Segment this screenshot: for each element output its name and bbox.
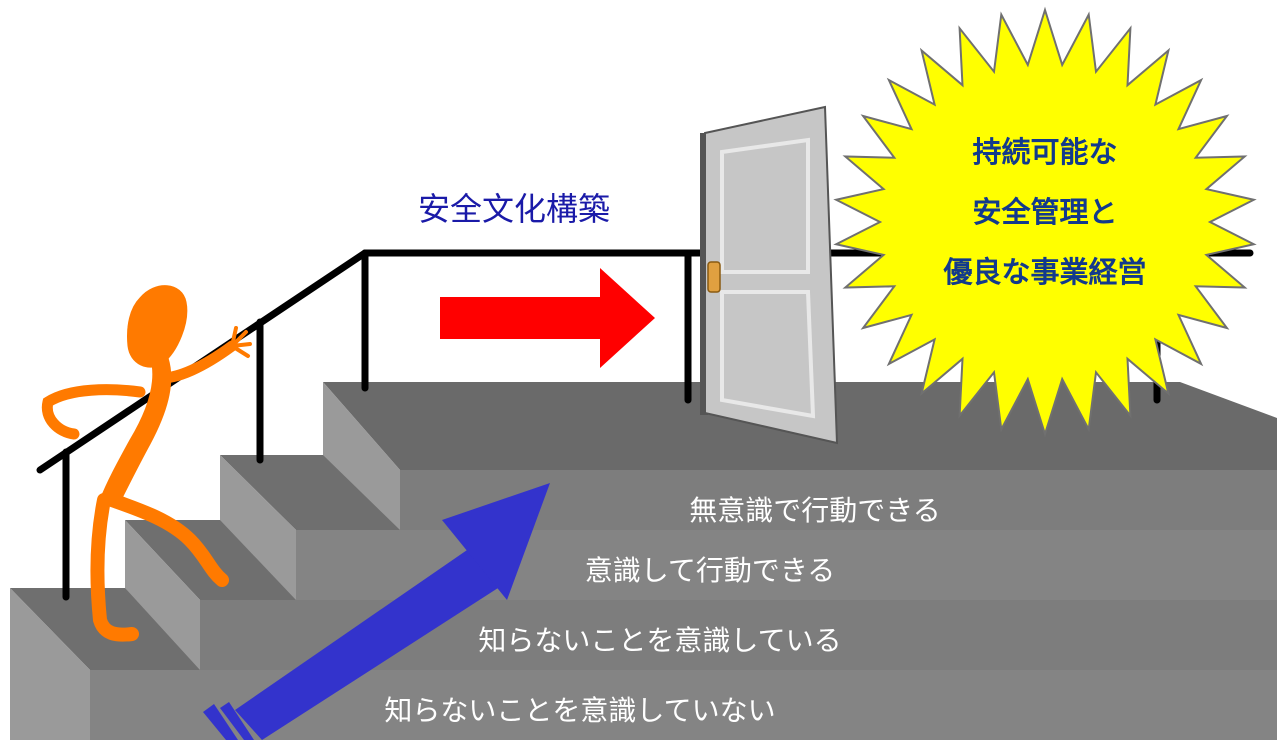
step-label-4: 無意識で行動できる xyxy=(689,494,940,527)
goal-burst: 持続可能な 安全管理と 優良な事業経営 xyxy=(833,6,1257,438)
red-arrow xyxy=(440,268,655,368)
blue-arrow-tail-stripe-1 xyxy=(203,704,238,740)
figure-leg-front xyxy=(105,493,229,587)
blue-arrow-shaft xyxy=(235,548,498,740)
staircase xyxy=(10,382,1277,740)
climbing-figure xyxy=(41,285,252,642)
blue-arrow-head xyxy=(442,483,550,600)
step-1-riser-side xyxy=(10,588,90,740)
blue-arrow-tail-stripe-2 xyxy=(220,702,254,740)
blue-arrow xyxy=(203,483,550,740)
figure-hand xyxy=(230,326,252,358)
figure-arm-back xyxy=(41,384,146,440)
step-4-tread xyxy=(220,455,400,530)
goal-line-2: 安全管理と xyxy=(972,195,1117,229)
figure-leg-back xyxy=(90,493,139,642)
step-label-2: 知らないことを意識している xyxy=(478,624,841,657)
door-panel xyxy=(704,105,839,445)
step-1-front xyxy=(90,670,1277,740)
goal-line-3: 優良な事業経営 xyxy=(942,255,1146,289)
burst-shape xyxy=(833,6,1257,438)
title: 安全文化構築 xyxy=(418,190,610,228)
step-label-3: 意識して行動できる xyxy=(585,554,836,587)
step-3-front xyxy=(296,530,1277,600)
step-2-front xyxy=(200,600,1277,670)
door xyxy=(700,105,839,445)
goal-line-1: 持続可能な xyxy=(972,135,1117,169)
step-4-front xyxy=(400,470,1277,530)
step-label-1: 知らないことを意識していない xyxy=(384,694,775,727)
door-upper-inset xyxy=(720,137,810,274)
figure-head xyxy=(127,285,188,368)
door-handle xyxy=(707,261,721,293)
figure-arm-raised xyxy=(156,340,238,384)
door-lower-inset xyxy=(720,290,816,419)
